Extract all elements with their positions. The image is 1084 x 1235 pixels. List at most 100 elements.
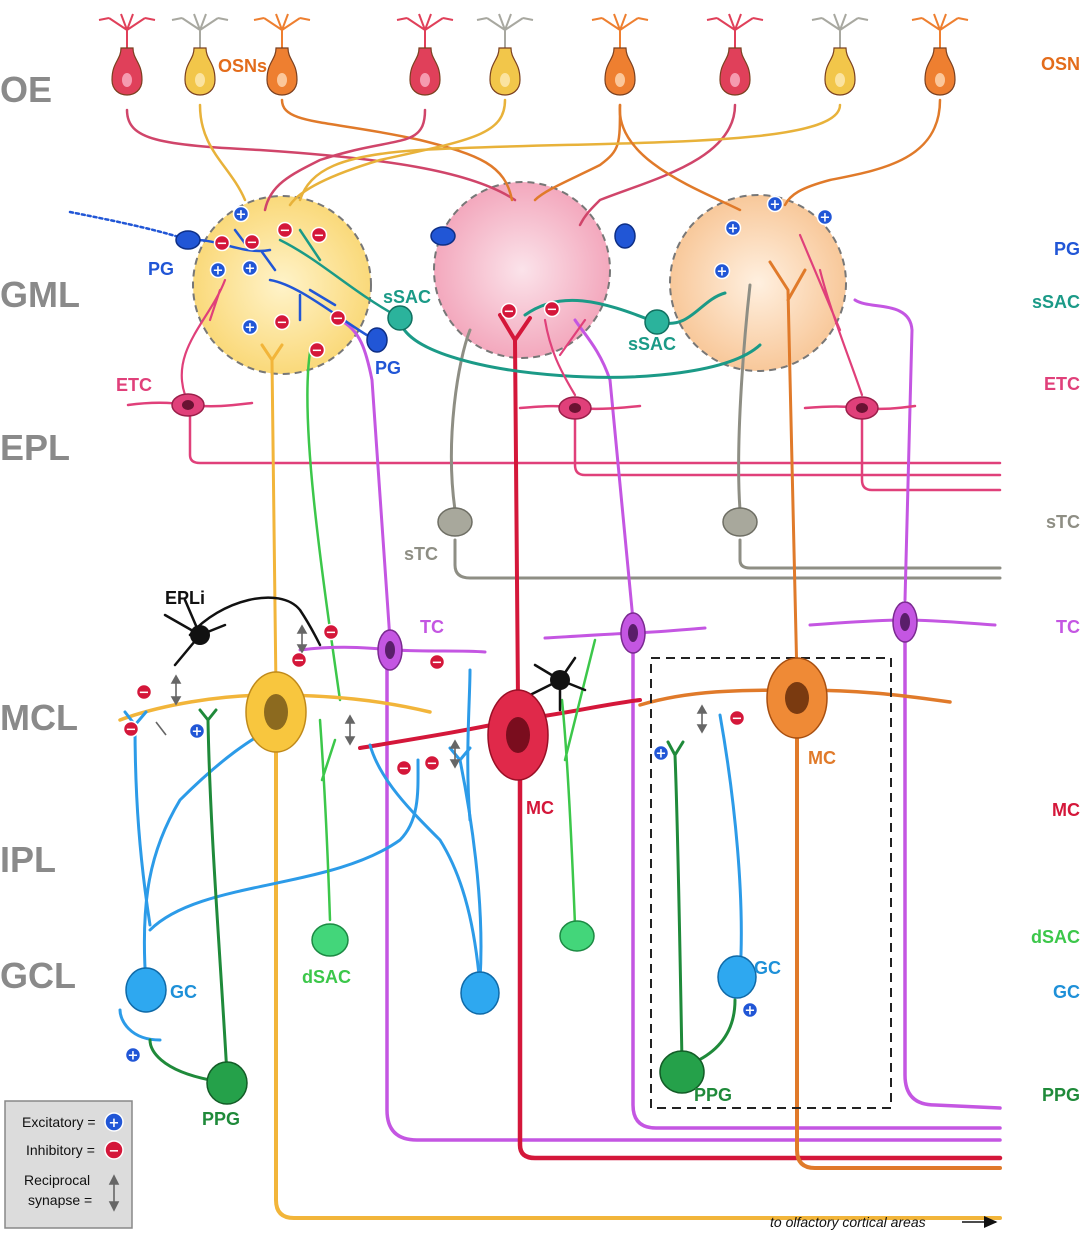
inhibitory-synapse-icon: −: [290, 651, 308, 669]
cell-labels: OSNs PG PG sSAC sSAC ETC sTC EPLi TC MC …: [116, 56, 836, 1129]
ssac-soma-2: [644, 309, 670, 335]
svg-text:+: +: [213, 264, 224, 279]
osn-cilia: [591, 13, 649, 50]
label-pg-mid: PG: [375, 358, 401, 378]
inhibitory-synapse-icon: −: [135, 683, 153, 701]
excitatory-synapse-icon: +: [741, 1001, 759, 1019]
etc-nucleus-3: [856, 403, 868, 413]
pg-soma-2: [366, 327, 388, 353]
stc-soma-1: [437, 507, 473, 537]
dsac-soma-1: [311, 923, 349, 957]
legend-reciprocal-2: synapse =: [28, 1192, 92, 1208]
excitatory-synapse-icon: +: [652, 744, 670, 762]
layer-label-gml: GML: [0, 274, 80, 315]
svg-text:−: −: [126, 723, 137, 738]
inhibitory-synapse-icon: −: [273, 313, 291, 331]
svg-text:+: +: [745, 1004, 756, 1019]
svg-text:+: +: [245, 321, 256, 336]
right-label-mc: MC: [1052, 800, 1080, 820]
svg-text:+: +: [128, 1049, 139, 1064]
svg-text:−: −: [139, 686, 150, 701]
inhibitory-synapse-icon: −: [500, 302, 518, 320]
pg-soma-1: [175, 230, 201, 250]
svg-text:−: −: [247, 236, 258, 251]
etc-dendrites: [180, 233, 864, 397]
tc-nucleus-2: [628, 624, 638, 642]
glomeruli: [192, 181, 847, 375]
svg-text:−: −: [427, 757, 438, 772]
right-label-stc: sTC: [1046, 512, 1080, 532]
inhibitory-synapse-icon: −: [423, 754, 441, 772]
label-tc: TC: [420, 617, 444, 637]
svg-text:−: −: [399, 762, 410, 777]
osn-cilia: [171, 13, 229, 50]
legend-plus-icon: [104, 1112, 124, 1132]
etc-nucleus-1: [182, 400, 194, 410]
inhibitory-synapse-icon: −: [428, 653, 446, 671]
cell-bodies: [125, 223, 918, 1105]
excitatory-synapse-icon: +: [713, 262, 731, 280]
label-ssac-mid: sSAC: [628, 334, 676, 354]
layer-label-ipl: IPL: [0, 839, 56, 880]
svg-text:+: +: [728, 222, 739, 237]
right-label-ppg: PPG: [1042, 1085, 1080, 1105]
legend-inhibitory: Inhibitory =: [26, 1142, 95, 1158]
label-mc-center: MC: [526, 798, 554, 818]
label-dsac: dSAC: [302, 967, 351, 987]
svg-text:−: −: [326, 626, 337, 641]
label-epli: EPLi: [165, 588, 205, 608]
excitatory-synapse-icon: +: [724, 219, 742, 237]
svg-text:+: +: [192, 725, 203, 740]
ppg-soma-1: [206, 1061, 248, 1105]
tc-nucleus-3: [900, 613, 910, 631]
tc-nucleus-1: [385, 641, 395, 659]
dsac-soma-2: [559, 920, 595, 952]
label-ssac-left: sSAC: [383, 287, 431, 307]
osn-nucleus: [277, 73, 287, 87]
pg-processes: [68, 210, 377, 342]
osn-cell: [253, 13, 311, 96]
osn-cilia: [811, 13, 869, 50]
label-pg-left: PG: [148, 259, 174, 279]
label-gc-right: GC: [754, 958, 781, 978]
legend-minus-icon: [104, 1140, 124, 1160]
osn-cilia: [911, 13, 969, 50]
osn-cell: [911, 13, 969, 96]
right-label-dsac: dSAC: [1031, 927, 1080, 947]
excitatory-synapse-icon: +: [124, 1046, 142, 1064]
ppg-soma-2: [659, 1050, 705, 1094]
excitatory-synapse-icon: +: [188, 722, 206, 740]
osn-soma: [824, 47, 856, 96]
ppg-dendrites: [148, 708, 737, 1082]
legend-plus-sign: +: [109, 1116, 120, 1131]
osn-cell: [706, 13, 764, 96]
legend: Excitatory = + Inhibitory = − Reciprocal…: [4, 1100, 133, 1229]
gc-soma-3: [717, 955, 757, 999]
osn-axons: [125, 98, 942, 227]
inhibitory-synapse-icon: −: [308, 341, 326, 359]
osn-cilia: [706, 13, 764, 50]
glomerulus-yellow: [192, 195, 372, 375]
svg-text:+: +: [770, 198, 781, 213]
svg-text:−: −: [280, 224, 291, 239]
layer-label-mcl: MCL: [0, 697, 78, 738]
glomerulus-pink: [433, 181, 611, 359]
inhibitory-synapse-icon: −: [213, 234, 231, 252]
excitatory-synapse-icon: +: [766, 195, 784, 213]
osn-soma: [924, 47, 956, 96]
osn-row: [98, 13, 969, 96]
footer-caption: to olfactory cortical areas: [770, 1214, 926, 1230]
osn-cilia: [253, 13, 311, 50]
inhibitory-synapse-icon: −: [276, 221, 294, 239]
legend-reciprocal-1: Reciprocal: [24, 1172, 90, 1188]
osn-soma: [604, 47, 636, 96]
output-tracts: [188, 413, 1003, 1220]
osn-cilia: [396, 13, 454, 50]
pg-soma-3: [430, 226, 456, 246]
osn-nucleus: [835, 73, 845, 87]
osn-nucleus: [122, 73, 132, 87]
epli-soma-1: [190, 625, 210, 645]
primary-dendrites: [260, 260, 914, 702]
osn-soma: [489, 47, 521, 96]
